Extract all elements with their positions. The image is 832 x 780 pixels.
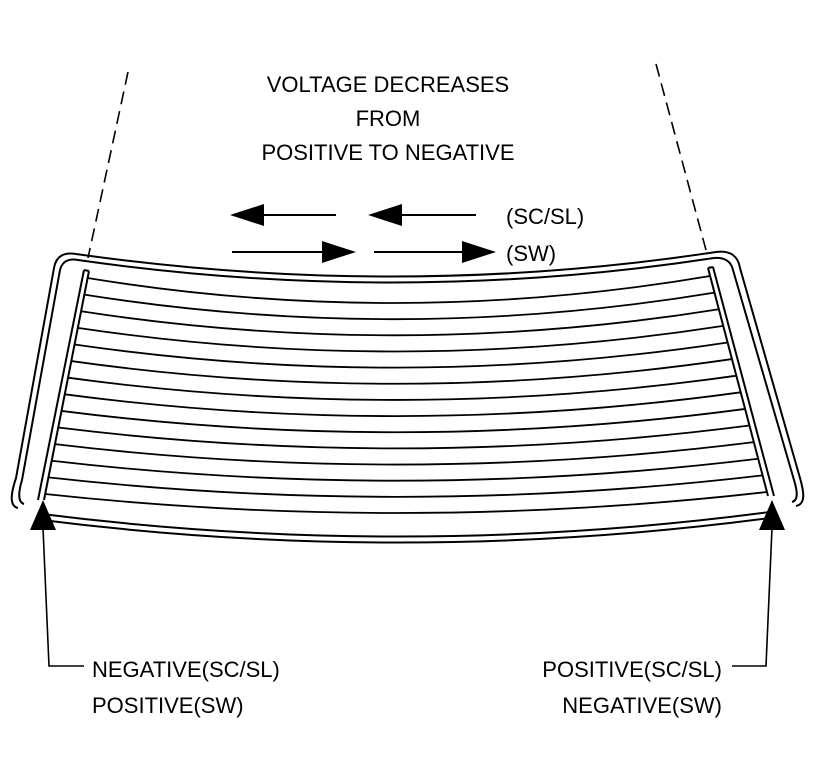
right-terminal-label-line-1: POSITIVE(SC/SL) bbox=[542, 657, 722, 682]
title-line-2: FROM bbox=[356, 106, 421, 131]
right-terminal-pointer bbox=[732, 500, 785, 667]
dashed-guide-right bbox=[655, 63, 707, 251]
glass-outer-edge bbox=[10, 250, 805, 509]
right-terminal-label-line-2: NEGATIVE(SW) bbox=[562, 693, 722, 718]
arrow-left-2 bbox=[368, 204, 476, 226]
heater-grid-line bbox=[61, 408, 746, 434]
heater-grid-line bbox=[51, 457, 759, 482]
left-terminal-pointer bbox=[30, 500, 84, 667]
heater-grid-line bbox=[67, 374, 737, 401]
arrow-label-sw: (SW) bbox=[506, 241, 556, 266]
dashed-guide-lines bbox=[87, 63, 707, 259]
current-direction-arrows bbox=[230, 204, 496, 263]
arrow-left-1 bbox=[230, 204, 336, 226]
heater-grid-line bbox=[71, 358, 733, 385]
heater-grid-line bbox=[45, 491, 768, 514]
left-terminal-label-line-1: NEGATIVE(SC/SL) bbox=[92, 657, 280, 682]
heater-grid-lines bbox=[45, 275, 768, 514]
arrow-right-1 bbox=[232, 241, 356, 263]
heater-grid-line bbox=[48, 474, 763, 498]
arrow-label-sc-sl: (SC/SL) bbox=[506, 204, 584, 229]
left-leader-line bbox=[42, 527, 84, 667]
heater-grid-line bbox=[84, 291, 715, 321]
glass-inner-edge bbox=[18, 256, 798, 505]
heater-grid-line bbox=[58, 424, 750, 450]
heater-grid-line bbox=[64, 391, 741, 417]
left-terminal-label-line-2: POSITIVE(SW) bbox=[92, 693, 244, 718]
right-terminal-arrowhead bbox=[759, 500, 785, 530]
heater-grid-line bbox=[77, 324, 724, 353]
dashed-guide-left bbox=[87, 71, 129, 259]
right-leader-line bbox=[732, 527, 773, 667]
heater-grid-line bbox=[54, 441, 754, 466]
heater-grid-line bbox=[87, 275, 711, 304]
title-line-1: VOLTAGE DECREASES bbox=[267, 72, 509, 97]
heater-grid-line bbox=[80, 308, 719, 337]
rear-window-glass bbox=[10, 250, 805, 509]
left-terminal-arrowhead bbox=[30, 500, 56, 530]
left-bus-bar bbox=[37, 269, 90, 501]
glass-bottom-edge bbox=[41, 511, 771, 544]
heater-grid-line bbox=[74, 341, 728, 369]
title-line-3: POSITIVE TO NEGATIVE bbox=[261, 140, 514, 165]
arrow-right-2 bbox=[374, 241, 496, 263]
